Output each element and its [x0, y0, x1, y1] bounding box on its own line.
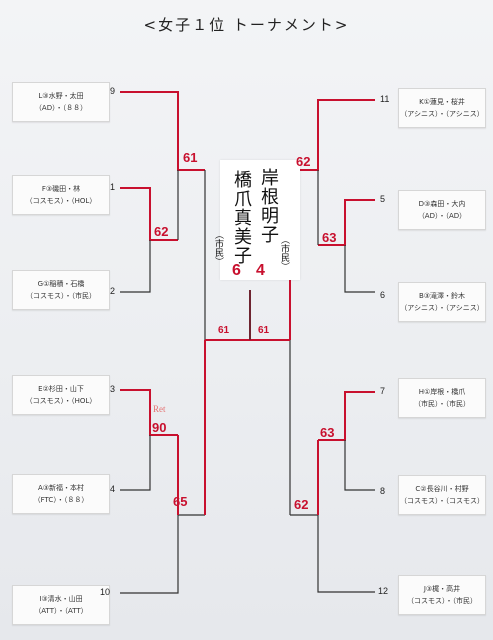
line-l3: [120, 91, 205, 171]
team-card-h1: H①岸根・橋爪（市民）・（市民）: [398, 378, 486, 418]
final-score-right: 4: [256, 262, 265, 279]
score-semi-right: 61: [258, 325, 270, 336]
score-left-bot-r1: 65: [173, 494, 188, 509]
seed-number: 12: [378, 586, 389, 596]
winner-left-affiliation: （市民）: [213, 230, 223, 266]
score-right-bot-r1: 62: [294, 497, 309, 512]
score-semi-left: 61: [218, 325, 230, 336]
seed-number: 7: [380, 386, 386, 396]
line-e2: [120, 389, 178, 436]
seed-number: 9: [110, 86, 116, 96]
score-right-top-r0: 63: [322, 230, 337, 245]
line-k1: [290, 99, 375, 171]
score-right-top-r1: 62: [296, 154, 311, 169]
team-card-b3: B③滝澤・鈴木（アシニス）・（アシニス）: [398, 282, 486, 322]
score-left-top-r1: 61: [183, 150, 198, 165]
team-card-d3: D③森田・大内（AD）・（AD）: [398, 190, 486, 230]
final-score-left: 6: [232, 262, 241, 279]
line-b3: [344, 245, 375, 293]
page-title: <女子１位 トーナメント>: [143, 16, 350, 34]
team-card-g1: G①稲積・石橋（コスモス）・（市民）: [12, 270, 110, 310]
score-right-bot-r0: 63: [320, 425, 335, 440]
line-j3: [290, 514, 375, 593]
team-card-j3: J③梶・高井（コスモス）・（市民）: [398, 575, 486, 615]
line-f3: [120, 187, 178, 241]
winner-left-name: 橋爪真美子: [231, 170, 252, 265]
seed-number: 3: [110, 384, 116, 394]
seed-number: 5: [380, 194, 386, 204]
team-card-c2: C②長谷川・村野（コスモス）・（コスモス）: [398, 475, 486, 515]
line-i3: [120, 514, 205, 594]
line-d3: [318, 199, 375, 246]
seed-number: 10: [100, 587, 111, 597]
team-card-f3: F③磯田・林（コスモス）・（HOL）: [12, 175, 110, 215]
winner-note-paper: [220, 160, 300, 280]
seed-number: 8: [380, 486, 386, 496]
seed-number: 1: [110, 182, 116, 192]
team-card-e2: E②杉田・山下（コスモス）・（HOL）: [12, 375, 110, 415]
seed-number: 2: [110, 286, 116, 296]
seed-number: 4: [110, 484, 116, 494]
team-card-k1: K①蓮見・桜井（アシニス）・（アシニス）: [398, 88, 486, 128]
seed-number: 11: [380, 94, 390, 104]
line-c2: [344, 440, 375, 491]
winner-right-name: 岸根明子: [258, 168, 279, 244]
team-card-l3: L③水野・太田（AD）・（８８）: [12, 82, 110, 122]
line-a3: [120, 435, 151, 491]
seed-number: 6: [380, 290, 386, 300]
team-card-a3: A③新福・本村（FTC）・（８８）: [12, 474, 110, 514]
team-card-i3: I③清水・山田（ATT）・（ATT）: [12, 585, 110, 625]
score-left-top-r0: 62: [154, 224, 169, 239]
score-left-bot-r0: 90: [152, 420, 167, 435]
line-h1: [318, 391, 375, 441]
retire-note: Ret: [153, 404, 166, 414]
line-g1: [120, 240, 151, 293]
winner-right-affiliation: （市民）: [279, 235, 289, 271]
